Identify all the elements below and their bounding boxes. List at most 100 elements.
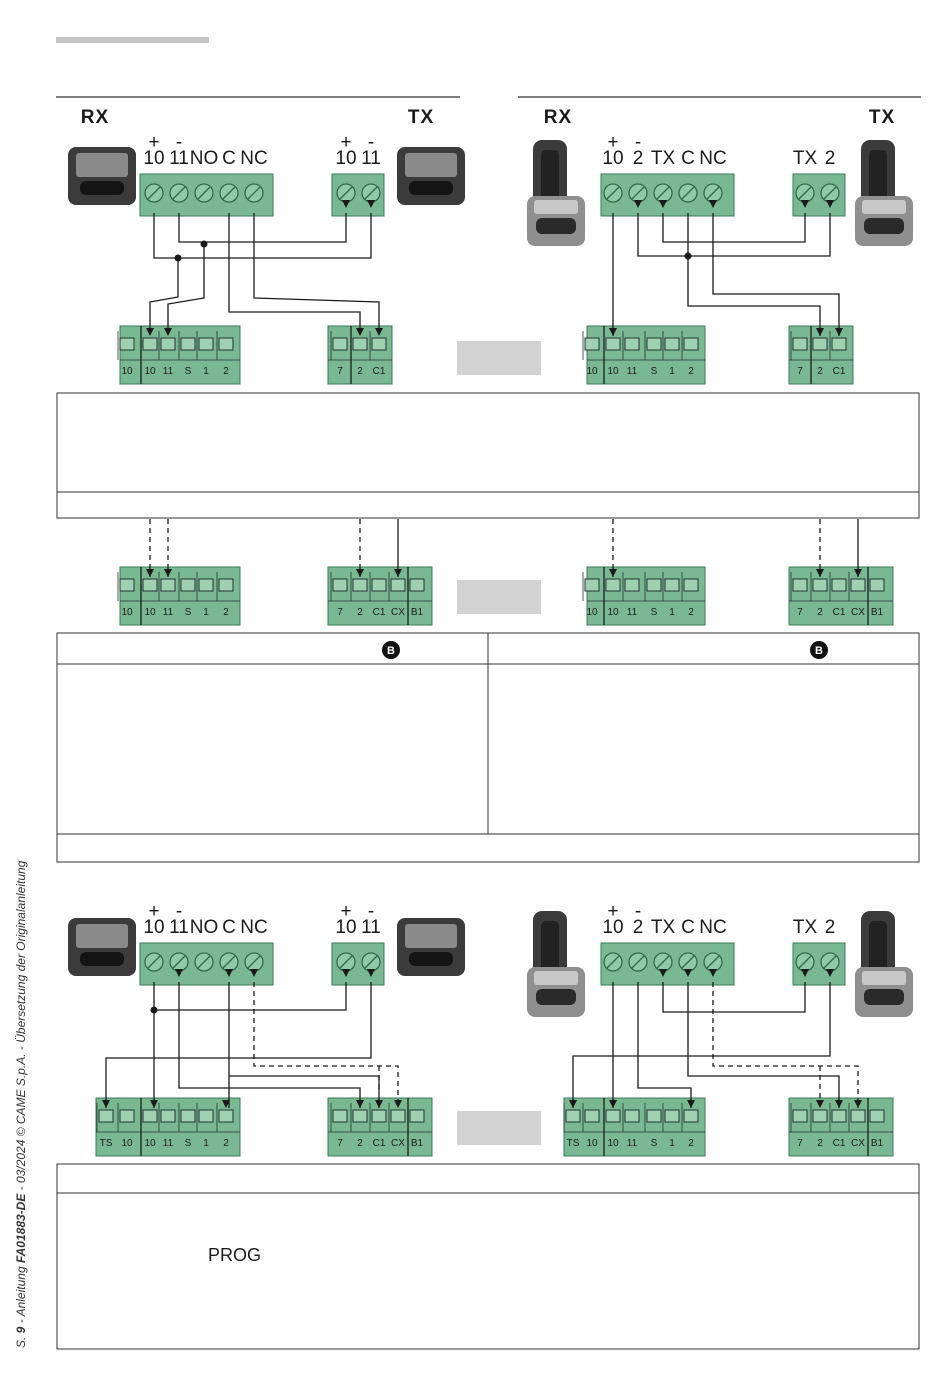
arrowhead — [659, 969, 667, 977]
arrowhead — [687, 1100, 695, 1108]
screw-slot — [631, 186, 645, 200]
terminal-clamp — [869, 1109, 885, 1123]
terminal-clamp — [180, 337, 196, 351]
terminal-clamp — [371, 578, 387, 592]
screw-slot — [606, 955, 620, 969]
terminal-label: 2 — [817, 1138, 823, 1149]
screw-slot — [706, 186, 720, 200]
terminal-label: 10 — [586, 366, 598, 377]
wire — [637, 982, 692, 1108]
terminal-label: S — [651, 1138, 658, 1149]
photocell-lens-grid — [534, 971, 578, 985]
arrowhead — [356, 569, 364, 577]
arrowhead — [569, 1100, 577, 1108]
terminal-clamp — [352, 1109, 368, 1123]
terminal-label: CX — [391, 1138, 405, 1149]
terminal-clamp — [218, 1109, 234, 1123]
screw-slot — [339, 955, 353, 969]
terminal-clamp — [646, 1109, 662, 1123]
wire — [253, 213, 380, 330]
terminal-label: CX — [851, 607, 865, 618]
terminal-clamp — [160, 578, 176, 592]
terminal-clamp — [371, 337, 387, 351]
dashed-wire — [253, 982, 399, 1108]
arrowhead — [146, 328, 154, 336]
wire — [662, 982, 806, 1013]
terminal-label: TX — [793, 148, 818, 169]
terminal-label: 10 — [602, 148, 623, 169]
terminal-clamp — [869, 578, 885, 592]
terminal-label: 10 — [121, 366, 133, 377]
arrowhead — [609, 1100, 617, 1108]
terminal-clamp — [218, 337, 234, 351]
terminal-label: C — [222, 148, 236, 169]
rx-label: RX — [544, 107, 572, 128]
terminal-label: 11 — [627, 366, 638, 377]
polarity-sign: + — [148, 901, 159, 922]
terminal-clamp — [850, 1109, 866, 1123]
terminal-clamp — [198, 337, 214, 351]
photocell-window — [536, 989, 576, 1005]
terminal-label: 11 — [627, 1138, 638, 1149]
arrowhead — [609, 569, 617, 577]
wire — [572, 982, 831, 1108]
control-board-strip — [95, 1097, 241, 1157]
terminal-clamp — [683, 578, 699, 592]
screw-slot — [247, 186, 261, 200]
terminal-clamp — [605, 578, 621, 592]
arrowhead — [826, 200, 834, 208]
screw-slot — [247, 955, 261, 969]
terminal-label: S — [185, 1138, 192, 1149]
wire — [105, 982, 372, 1108]
dashed-wire — [712, 982, 859, 1108]
terminal-label: 10 — [586, 607, 598, 618]
arrowhead — [634, 200, 642, 208]
terminal-label: 10 — [607, 1138, 619, 1149]
footer-middle: - Anleitung — [14, 1263, 28, 1327]
terminal-label: C — [222, 917, 236, 938]
arrowhead — [102, 1100, 110, 1108]
terminal-label: TX — [793, 917, 818, 938]
arrowhead — [164, 328, 172, 336]
terminal-label: C1 — [833, 607, 846, 618]
info-box — [56, 1163, 920, 1350]
terminal-clamp — [198, 1109, 214, 1123]
arrowhead — [394, 1100, 402, 1108]
arrowhead — [367, 200, 375, 208]
wire — [228, 982, 380, 1108]
photocell-window — [864, 218, 904, 234]
terminal-label: 2 — [357, 366, 363, 377]
polarity-sign: + — [607, 901, 618, 922]
terminal-label: 2 — [633, 148, 644, 169]
photocell-lens-grid — [405, 924, 457, 948]
control-board-strip — [327, 566, 433, 626]
terminal-label: 10 — [144, 607, 156, 618]
tx-label: TX — [408, 107, 434, 128]
arrowhead — [709, 200, 717, 208]
footer-prefix: S. — [14, 1336, 28, 1348]
terminal-clamp — [390, 578, 406, 592]
terminal-clamp — [584, 578, 600, 592]
terminal-label: TS — [567, 1138, 580, 1149]
terminal-label: NC — [699, 148, 726, 169]
terminal-label: 7 — [797, 1138, 803, 1149]
arrowhead — [835, 1100, 843, 1108]
terminal-label: B1 — [411, 607, 424, 618]
terminal-label: 2 — [357, 1138, 363, 1149]
terminal-label: 11 — [361, 148, 381, 169]
screw-slot — [798, 955, 812, 969]
terminal-clamp — [409, 578, 425, 592]
photocell-window — [536, 218, 576, 234]
rx-label: RX — [81, 107, 109, 128]
terminal-label: 7 — [797, 607, 803, 618]
terminal-clamp — [646, 337, 662, 351]
arrowhead — [684, 969, 692, 977]
tx-label: TX — [869, 107, 895, 128]
terminal-label: 2 — [223, 366, 229, 377]
badge-circle — [382, 641, 400, 659]
arrowhead — [394, 569, 402, 577]
arrowhead — [342, 969, 350, 977]
photocell-window — [409, 952, 453, 966]
screw-slot — [147, 955, 161, 969]
terminal-label: 10 — [143, 917, 164, 938]
